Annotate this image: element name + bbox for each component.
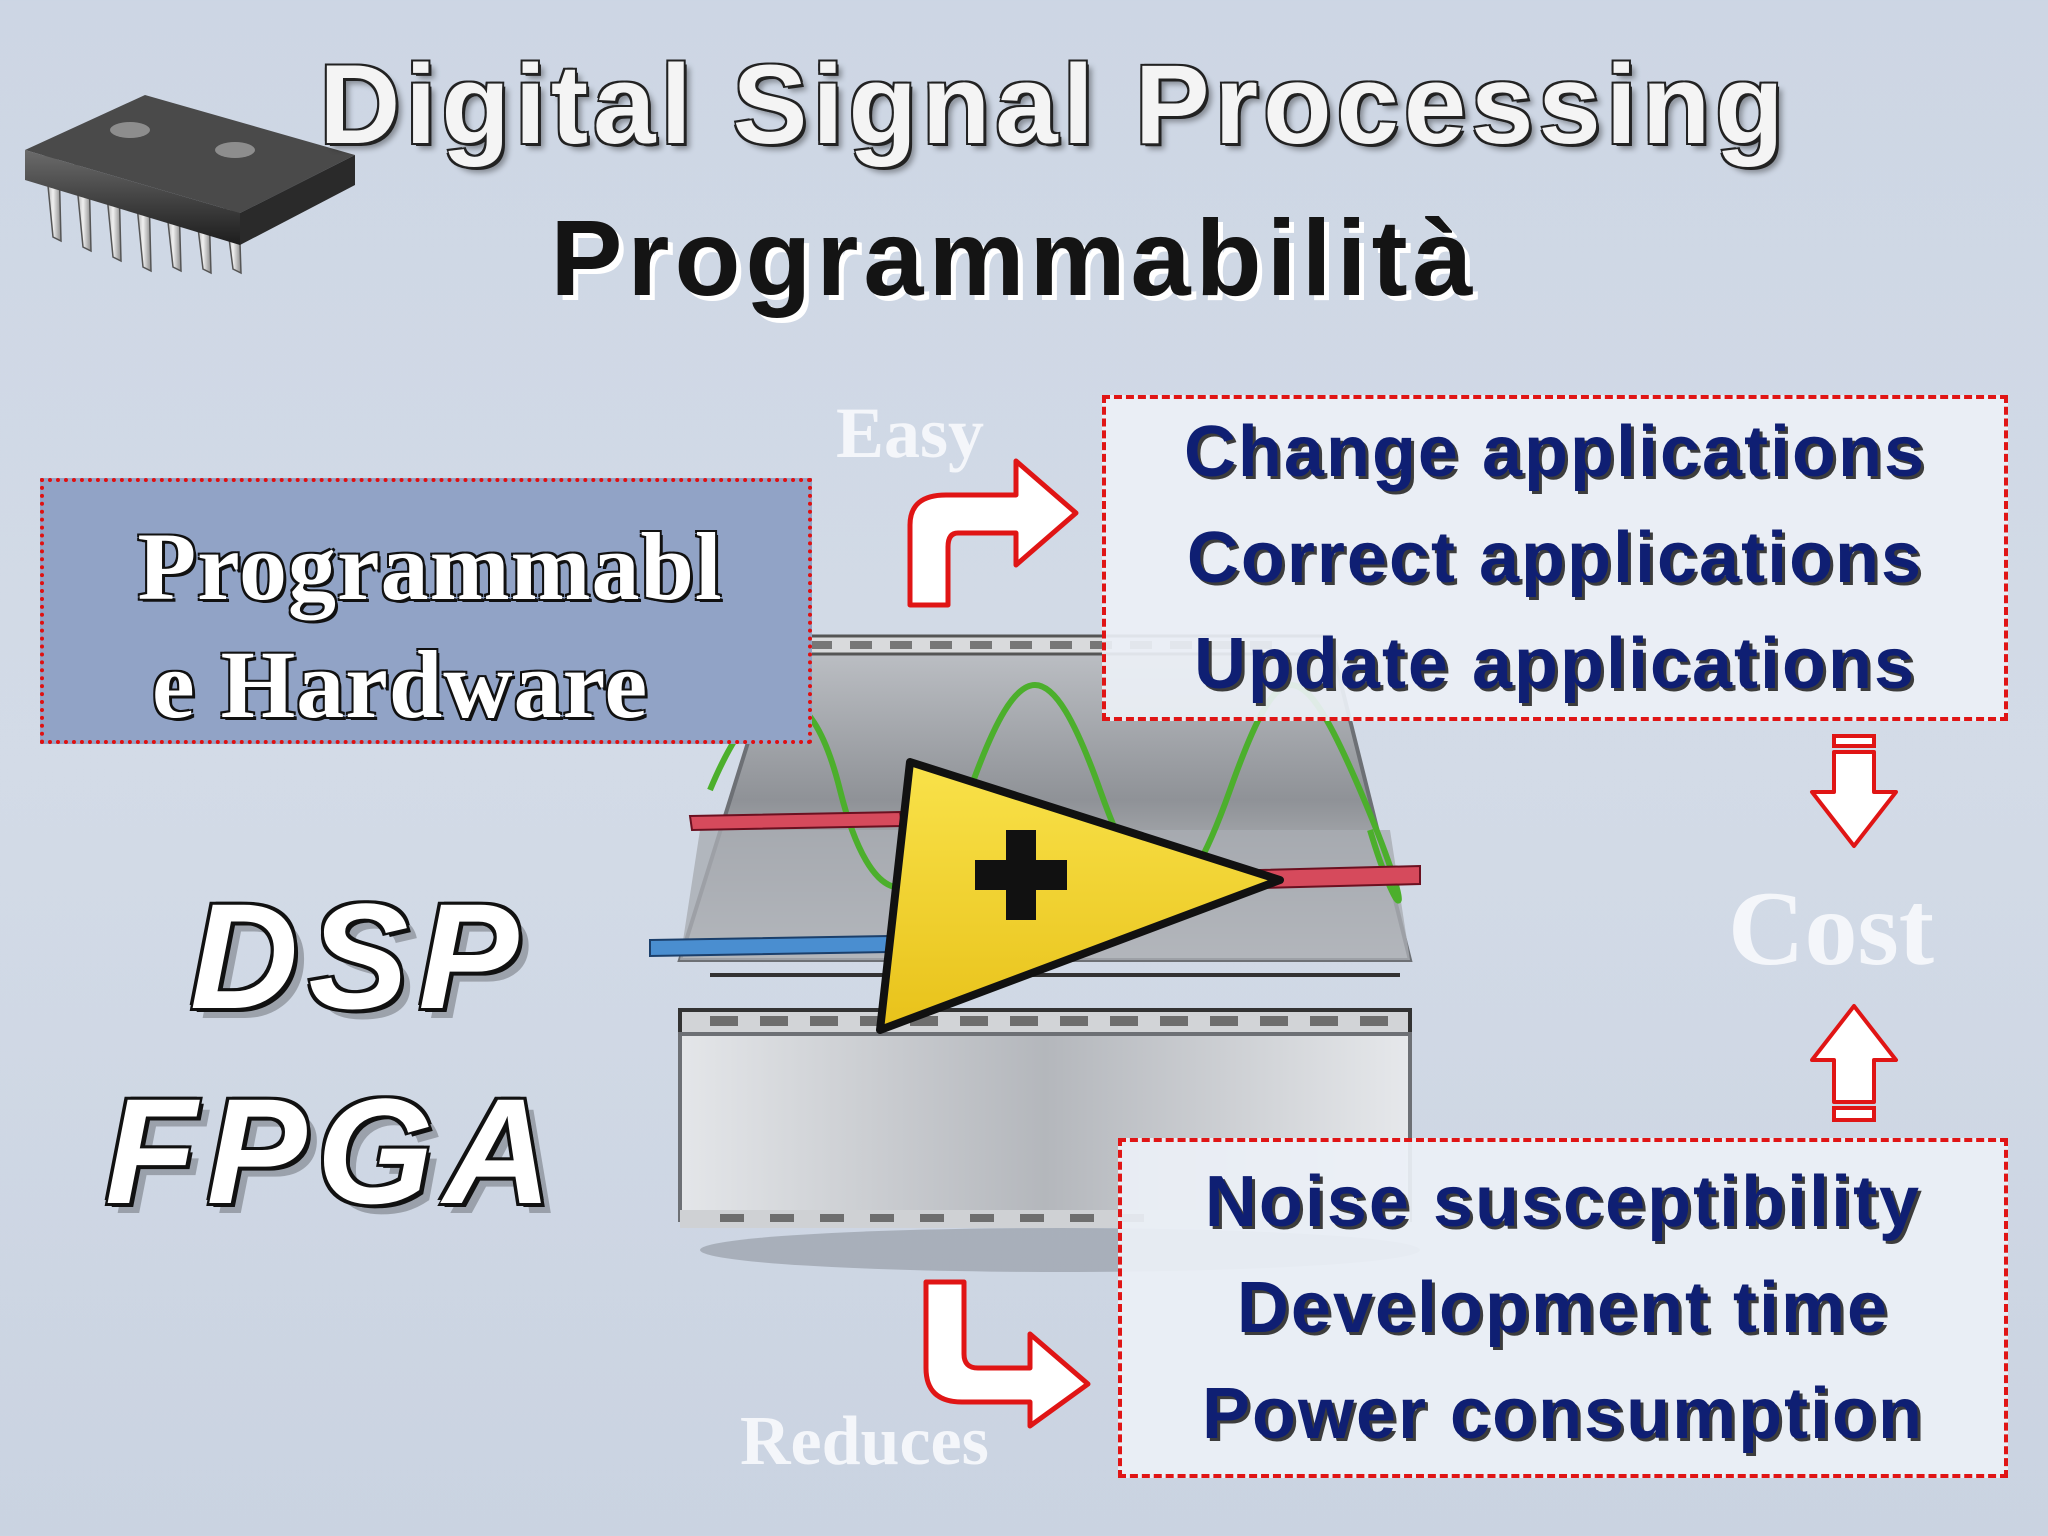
title-line-2: Programmabilità <box>550 197 1478 318</box>
reduces-label: Reduces <box>740 1403 989 1480</box>
title-line-1: Digital Signal Processing <box>319 42 1789 167</box>
reduce-item: Noise susceptibility <box>1204 1162 1922 1242</box>
programmable-hardware-line-2: e Hardware <box>151 631 649 738</box>
easy-label: Easy <box>836 393 985 473</box>
easy-item: Update applications <box>1193 624 1917 704</box>
easy-item: Correct applications <box>1186 518 1924 598</box>
programmable-hardware-box <box>40 478 812 744</box>
plus-icon <box>975 830 1067 920</box>
dsp-label: DSP <box>190 872 529 1040</box>
reduce-items-box: Noise susceptibility Development time Po… <box>1118 1138 2008 1478</box>
reduce-item: Power consumption <box>1201 1374 1925 1454</box>
reduce-item: Development time <box>1236 1268 1890 1348</box>
arrow-down-icon <box>1810 734 1898 848</box>
curved-arrow-up-right-icon <box>907 458 1079 608</box>
programmable-hardware-line-1: Programmabl <box>137 513 723 620</box>
fpga-label: FPGA <box>105 1067 562 1235</box>
easy-items-box: Change applications Correct applications… <box>1102 395 2008 721</box>
curved-arrow-down-right-icon <box>923 1279 1091 1429</box>
cost-label: Cost <box>1728 870 1935 987</box>
arrow-up-icon <box>1810 1004 1898 1122</box>
easy-item: Change applications <box>1183 412 1927 492</box>
chip-icon <box>25 95 355 275</box>
